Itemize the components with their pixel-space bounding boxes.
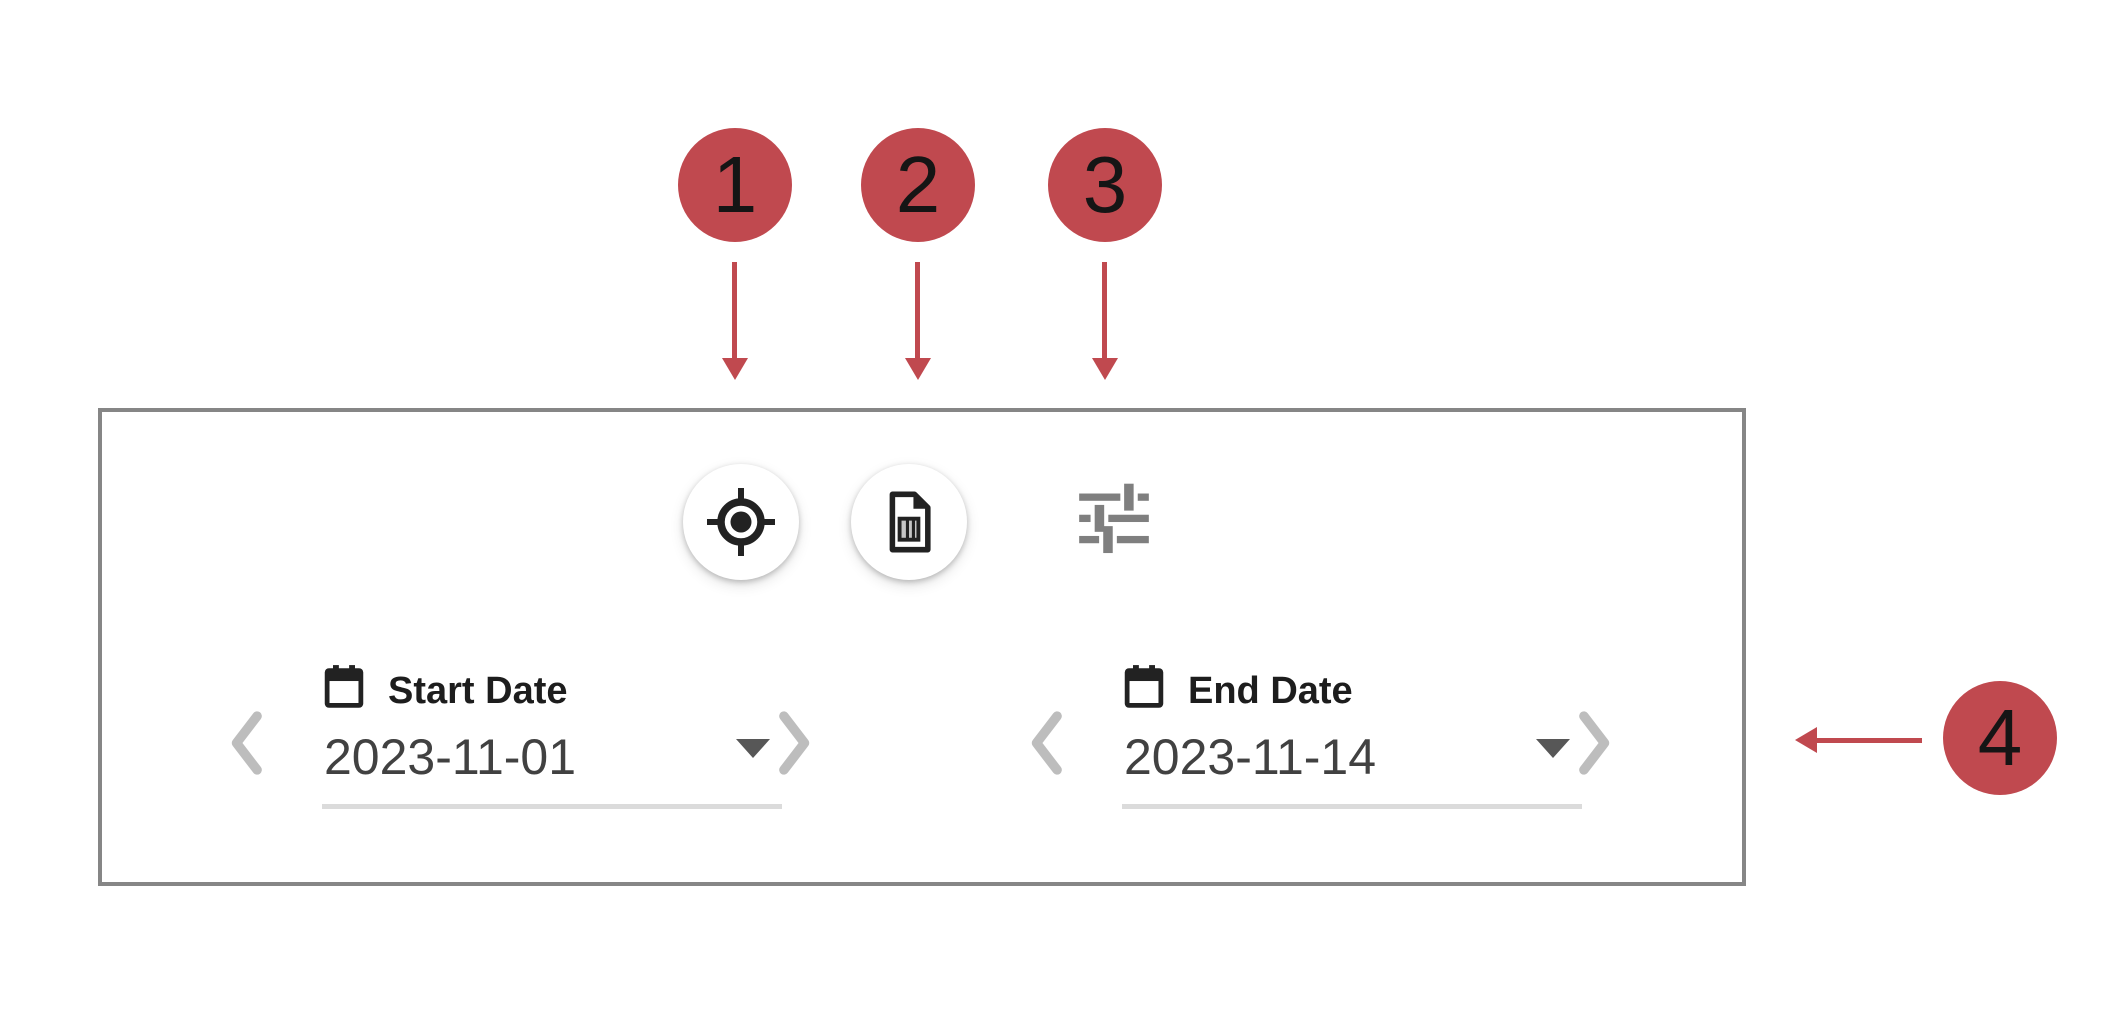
calendar-icon [1122, 664, 1166, 717]
chevron-right-icon [776, 711, 814, 775]
document-report-icon [884, 491, 934, 553]
calendar-icon [322, 664, 366, 717]
annotation-marker-2: 2 [861, 128, 975, 242]
start-date-prev-button[interactable] [224, 708, 268, 778]
tune-sliders-icon [1076, 478, 1152, 554]
chevron-left-icon [227, 711, 265, 775]
chevron-right-icon [1576, 711, 1614, 775]
annotation-marker-3: 3 [1048, 128, 1162, 242]
locate-button[interactable] [683, 464, 799, 580]
annotation-arrow-4-head [1795, 727, 1817, 753]
annotation-number: 1 [712, 140, 758, 229]
report-button[interactable] [851, 464, 967, 580]
start-date-label: Start Date [388, 670, 568, 712]
annotation-arrow-2-line [915, 262, 920, 360]
start-date-value[interactable]: 2023-11-01 [324, 729, 577, 785]
annotation-number: 3 [1082, 140, 1128, 229]
annotation-arrow-3-head [1092, 358, 1118, 380]
end-date-value[interactable]: 2023-11-14 [1124, 729, 1377, 785]
annotation-arrow-4-line [1810, 738, 1922, 743]
end-date-caret-down-icon[interactable] [1536, 739, 1570, 758]
annotation-marker-1: 1 [678, 128, 792, 242]
chevron-left-icon [1027, 711, 1065, 775]
tune-button[interactable] [1076, 478, 1152, 554]
annotation-arrow-1-head [722, 358, 748, 380]
annotation-marker-4: 4 [1943, 681, 2057, 795]
start-date-caret-down-icon[interactable] [736, 739, 770, 758]
end-date-label: End Date [1188, 670, 1353, 712]
end-date-next-button[interactable] [1573, 708, 1617, 778]
start-date-underline [322, 804, 782, 809]
annotation-number: 4 [1977, 693, 2023, 782]
gps-fixed-icon [707, 488, 775, 556]
annotation-number: 2 [895, 140, 941, 229]
annotation-arrow-3-line [1102, 262, 1107, 360]
end-date-underline [1122, 804, 1582, 809]
annotation-arrow-2-head [905, 358, 931, 380]
annotation-arrow-1-line [732, 262, 737, 360]
start-date-next-button[interactable] [773, 708, 817, 778]
end-date-prev-button[interactable] [1024, 708, 1068, 778]
date-filter-panel: Start Date 2023-11-01 [98, 408, 1746, 886]
